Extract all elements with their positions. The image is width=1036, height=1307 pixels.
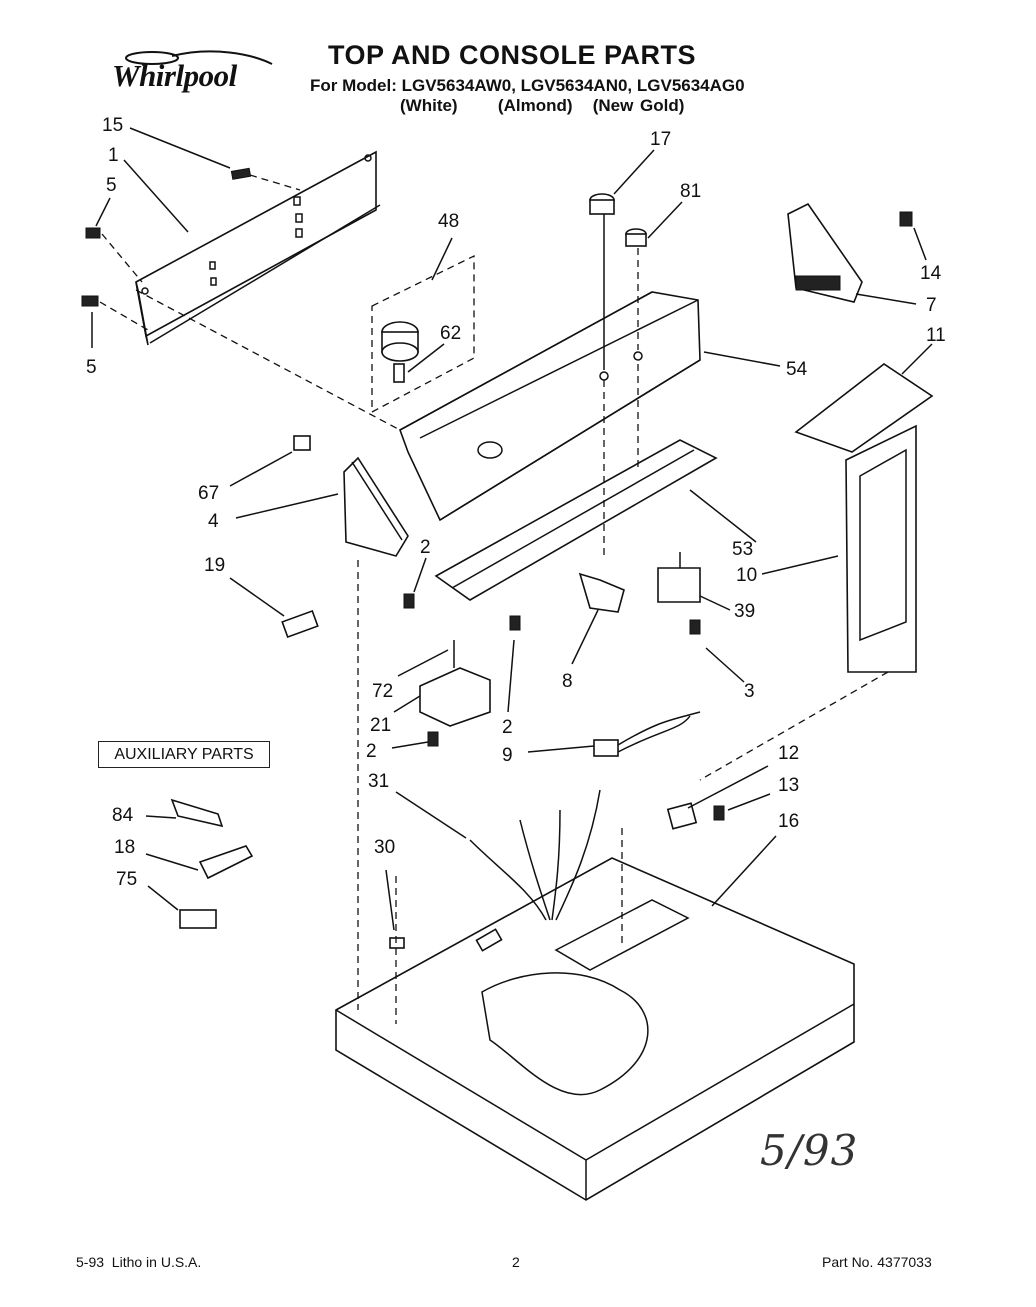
- wire-harness-9: [593, 711, 701, 757]
- callout-7: 7: [926, 295, 937, 316]
- mounting-screws: [403, 593, 701, 747]
- callout-54: 54: [786, 359, 808, 380]
- callout-15: 15: [102, 115, 124, 136]
- callout-8: 8: [562, 671, 573, 692]
- alignment-lines: [135, 289, 889, 1024]
- rear-panel-part: [135, 150, 381, 346]
- callout-5-top: 5: [106, 175, 117, 196]
- callout-53: 53: [732, 539, 754, 560]
- control-mount-bracket: [434, 364, 718, 601]
- callout-9: 9: [502, 745, 513, 766]
- callout-62: 62: [440, 323, 462, 344]
- auxiliary-parts-label: AUXILIARY PARTS: [98, 741, 270, 768]
- callout-16: 16: [778, 811, 800, 832]
- whirlpool-logo: Whirlpool: [112, 50, 282, 105]
- lint-filter-housing: [794, 363, 934, 673]
- callout-5-bottom: 5: [86, 357, 97, 378]
- screws-rear-panel: [81, 167, 301, 331]
- callout-leaders: [91, 127, 933, 931]
- knob-assembly-48: [371, 254, 475, 414]
- page-title: TOP AND CONSOLE PARTS: [328, 40, 697, 70]
- clip-19: [281, 609, 319, 639]
- callout-48: 48: [438, 211, 460, 232]
- part-number: Part No. 4377033: [822, 1254, 932, 1270]
- color-variants: (White) (Almond) (New Gold): [400, 96, 685, 115]
- callout-72: 72: [372, 681, 394, 702]
- small-clips: [389, 802, 725, 949]
- callout-10: 10: [736, 565, 758, 586]
- console-panel-part: [399, 291, 701, 522]
- callout-11: 11: [926, 325, 946, 346]
- callout-67: 67: [198, 483, 220, 504]
- callout-2-middle: 2: [502, 717, 513, 738]
- callout-12: 12: [778, 743, 800, 764]
- callout-81: 81: [680, 181, 702, 202]
- callout-84: 84: [112, 805, 134, 826]
- callout-18: 18: [114, 837, 136, 858]
- handwritten-date: 5/93: [760, 1126, 859, 1175]
- callout-1: 1: [108, 145, 119, 166]
- console-side-trim: [293, 435, 409, 557]
- callout-75: 75: [116, 869, 138, 890]
- top-panel-part: [335, 857, 855, 1201]
- callout-14: 14: [920, 263, 942, 284]
- callout-31: 31: [368, 771, 390, 792]
- auxiliary-parts: [170, 798, 254, 929]
- callout-2-upper: 2: [420, 537, 431, 558]
- footer-litho: 5-93 Litho in U.S.A.: [76, 1254, 202, 1270]
- callout-17: 17: [650, 129, 672, 150]
- page-number: 2: [512, 1254, 520, 1270]
- timer-switch-parts: [419, 552, 701, 727]
- callout-2-lower: 2: [366, 741, 377, 762]
- callout-30: 30: [374, 837, 396, 858]
- callout-3: 3: [744, 681, 755, 702]
- brand-name: Whirlpool: [112, 58, 237, 93]
- callout-21: 21: [370, 715, 392, 736]
- control-knobs: [589, 193, 647, 370]
- main-wire-harness: [469, 789, 601, 952]
- callout-39: 39: [734, 601, 756, 622]
- console-end-cap: [787, 202, 913, 303]
- callout-4: 4: [208, 511, 219, 532]
- callout-19: 19: [204, 555, 226, 576]
- callout-13: 13: [778, 775, 800, 796]
- model-numbers: For Model: LGV5634AW0, LGV5634AN0, LGV56…: [310, 76, 745, 95]
